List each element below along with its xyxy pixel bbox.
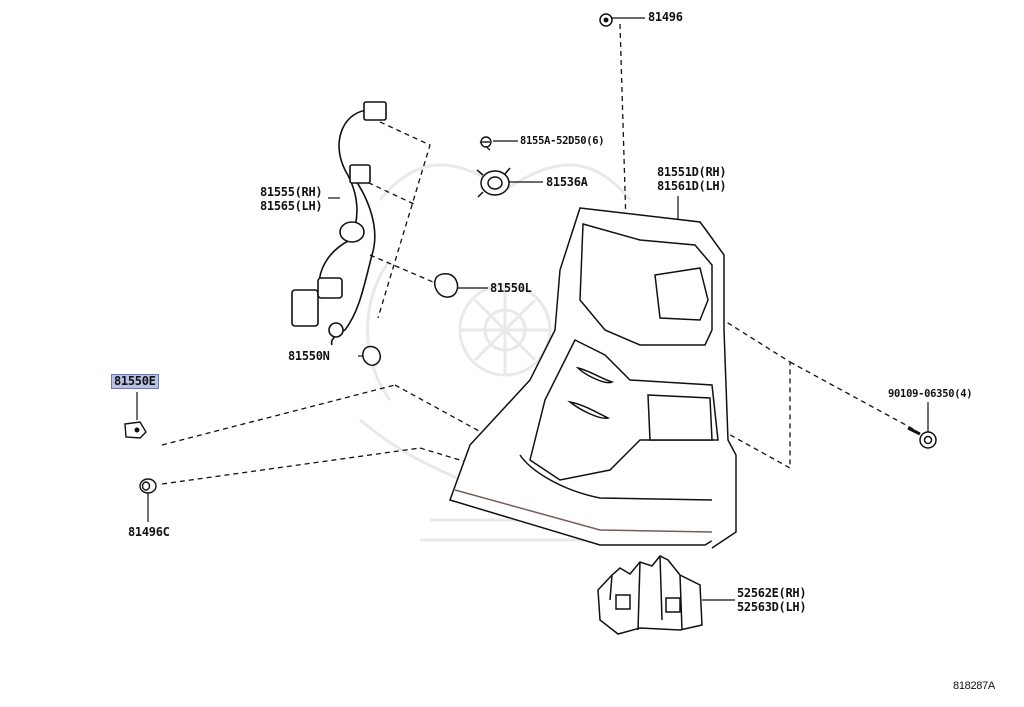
socket-81536a[interactable]: [476, 167, 511, 198]
screw-90109[interactable]: [907, 426, 937, 449]
bulb-81550n[interactable]: [362, 345, 382, 366]
label-81550l[interactable]: 81550L: [490, 281, 532, 295]
wire-harness[interactable]: [291, 101, 387, 346]
label-81550e[interactable]: 81550E: [111, 374, 159, 389]
label-81555[interactable]: 81555(RH): [260, 185, 323, 199]
label-90109[interactable]: 90109-06350(4): [888, 388, 973, 400]
label-81550n[interactable]: 81550N: [288, 349, 330, 363]
figure-code: 818287A: [953, 680, 995, 692]
label-52562e[interactable]: 52562E(RH): [737, 586, 807, 600]
label-81496[interactable]: 81496: [648, 10, 683, 24]
label-8155a[interactable]: 8155A-52D50(6): [520, 135, 605, 147]
tail-lamp-assembly[interactable]: [449, 207, 737, 549]
clip-81496[interactable]: [599, 13, 613, 27]
label-81561d[interactable]: 81561D(LH): [657, 179, 727, 193]
label-81565[interactable]: 81565(LH): [260, 199, 323, 213]
screw-8155a[interactable]: [480, 136, 492, 148]
label-81551d[interactable]: 81551D(RH): [657, 165, 727, 179]
bracket-52562e[interactable]: [597, 555, 703, 635]
bulb-81550l[interactable]: [434, 273, 459, 298]
label-52563d[interactable]: 52563D(LH): [737, 600, 807, 614]
label-81536a[interactable]: 81536A: [546, 175, 588, 189]
label-81496c[interactable]: 81496C: [128, 525, 170, 539]
clip-81550e[interactable]: [124, 421, 147, 439]
grommet-81496c[interactable]: [139, 478, 157, 494]
